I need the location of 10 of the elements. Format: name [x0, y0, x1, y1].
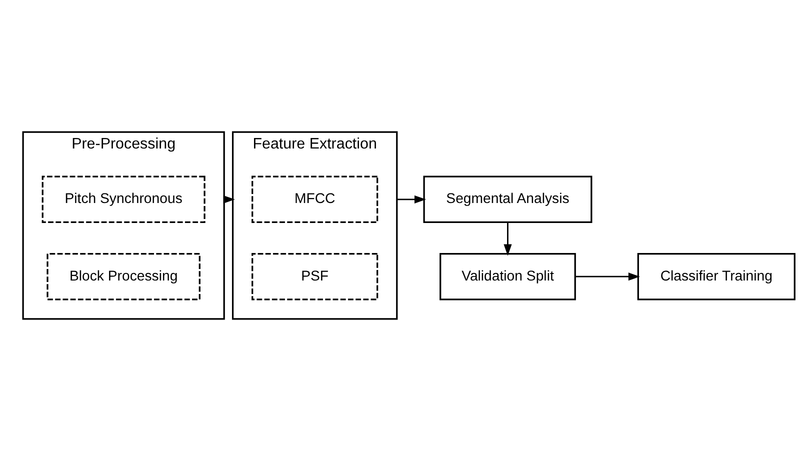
- node-box: Segmental Analysis: [422, 175, 592, 223]
- node-box: Classifier Training: [636, 252, 795, 300]
- arrow: [503, 222, 512, 256]
- node-box: PSF: [251, 252, 378, 300]
- node-box: Validation Split: [439, 252, 576, 300]
- arrow: [396, 194, 426, 203]
- node-box: MFCC: [251, 175, 378, 223]
- node-box: Block Processing: [46, 252, 200, 300]
- node-box: Pitch Synchronous: [41, 175, 205, 223]
- arrow: [574, 272, 640, 280]
